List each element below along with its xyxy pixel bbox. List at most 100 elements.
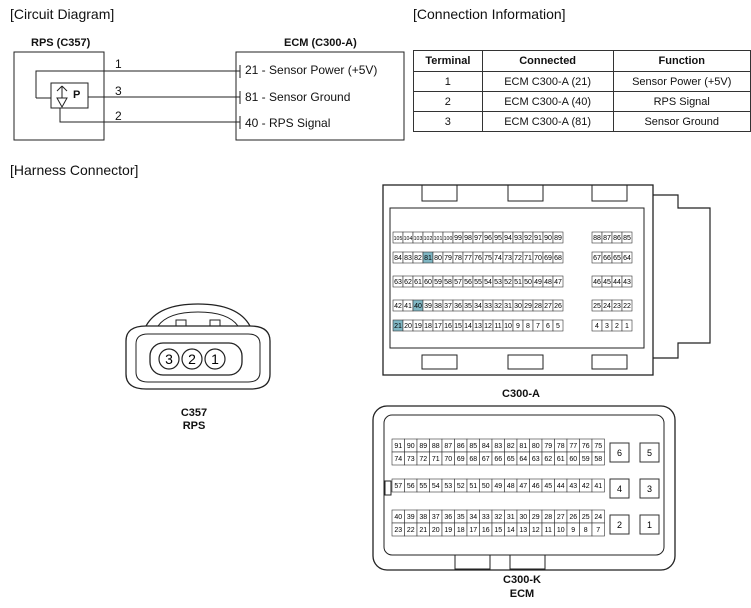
pin-number: 28 bbox=[544, 514, 552, 521]
pin-number: 48 bbox=[507, 483, 515, 490]
pin-number: 24 bbox=[594, 514, 602, 521]
pin-number: 6 bbox=[617, 448, 622, 458]
rps-pin-1: 1 bbox=[115, 57, 122, 71]
pin-number: 56 bbox=[407, 483, 415, 490]
pin-number: 22 bbox=[407, 527, 415, 534]
pin-number: 88 bbox=[593, 235, 601, 242]
sensor-letter: P bbox=[73, 89, 81, 101]
pin-number: 50 bbox=[524, 279, 532, 286]
pin-number: 51 bbox=[469, 483, 477, 490]
pin-number: 73 bbox=[407, 456, 415, 463]
pin-number: 45 bbox=[603, 279, 611, 286]
pin-number: 17 bbox=[434, 323, 442, 330]
pin-number: 54 bbox=[432, 483, 440, 490]
pin-number: 17 bbox=[469, 527, 477, 534]
connector-pin bbox=[639, 514, 660, 535]
pin-number: 23 bbox=[394, 527, 402, 534]
pin-number: 52 bbox=[457, 483, 465, 490]
rps-conn-pin-2: 2 bbox=[188, 351, 196, 367]
pin-number: 81 bbox=[519, 443, 527, 450]
pin-number: 14 bbox=[464, 323, 472, 330]
connector-pin bbox=[621, 275, 633, 288]
pin-number: 42 bbox=[394, 303, 402, 310]
connector-pin bbox=[621, 299, 633, 312]
pin-number: 76 bbox=[474, 255, 482, 262]
pin-number: 13 bbox=[519, 527, 527, 534]
pin-number: 36 bbox=[444, 514, 452, 521]
pin-number: 18 bbox=[424, 323, 432, 330]
pin-number: 34 bbox=[474, 303, 482, 310]
rps-pin-2: 2 bbox=[115, 109, 122, 123]
pin-number: 4 bbox=[617, 484, 622, 494]
pin-number: 30 bbox=[514, 303, 522, 310]
pin-number: 44 bbox=[557, 483, 565, 490]
pin-number: 85 bbox=[623, 235, 631, 242]
pin-number: 41 bbox=[594, 483, 602, 490]
pin-number: 89 bbox=[554, 235, 562, 242]
pin-number: 5 bbox=[556, 323, 560, 330]
pin-number: 58 bbox=[594, 456, 602, 463]
pin-number: 75 bbox=[484, 255, 492, 262]
pin-number: 86 bbox=[457, 443, 465, 450]
pin-number: 62 bbox=[404, 279, 412, 286]
pin-number: 84 bbox=[482, 443, 490, 450]
pin-number: 48 bbox=[544, 279, 552, 286]
pin-number: 50 bbox=[482, 483, 490, 490]
connector-pin bbox=[552, 251, 564, 264]
rps-conn-pin-3: 3 bbox=[165, 351, 173, 367]
pin-number: 14 bbox=[507, 527, 515, 534]
pin-number: 25 bbox=[593, 303, 601, 310]
connector-pin bbox=[609, 478, 630, 499]
pin-number: 77 bbox=[569, 443, 577, 450]
pin-number: 22 bbox=[623, 303, 631, 310]
pin-number: 69 bbox=[544, 255, 552, 262]
pin-number: 27 bbox=[557, 514, 565, 521]
pin-number: 9 bbox=[516, 323, 520, 330]
table-row: 1 ECM C300-A (21) Sensor Power (+5V) bbox=[413, 71, 751, 92]
pin-number: 87 bbox=[444, 443, 452, 450]
rps-pin-3: 3 bbox=[115, 84, 122, 98]
pin-number: 16 bbox=[444, 323, 452, 330]
pin-number: 40 bbox=[414, 303, 422, 310]
pin-number: 57 bbox=[454, 279, 462, 286]
pin-number: 83 bbox=[404, 255, 412, 262]
pin-number: 53 bbox=[494, 279, 502, 286]
pin-number: 35 bbox=[457, 514, 465, 521]
pin-number: 53 bbox=[444, 483, 452, 490]
pin-number: 82 bbox=[414, 255, 422, 262]
pin-number: 35 bbox=[464, 303, 472, 310]
pin-number: 36 bbox=[454, 303, 462, 310]
table-cell: 3 bbox=[413, 111, 483, 132]
pin-number: 21 bbox=[394, 323, 402, 330]
pin-number: 73 bbox=[504, 255, 512, 262]
circuit-diagram-title: [Circuit Diagram] bbox=[10, 6, 115, 22]
c300k-label: C300-K bbox=[503, 574, 541, 586]
pin-number: 27 bbox=[544, 303, 552, 310]
pin-number: 97 bbox=[474, 235, 482, 242]
ecm-pin-21: 21 - Sensor Power (+5V) bbox=[245, 63, 378, 77]
pin-number: 10 bbox=[557, 527, 565, 534]
connector-pin bbox=[621, 251, 633, 264]
pressure-sensor-symbol bbox=[50, 82, 89, 109]
pin-number: 95 bbox=[494, 235, 502, 242]
ecm-title: ECM (C300-A) bbox=[284, 37, 357, 49]
table-cell: ECM C300-A (21) bbox=[481, 71, 614, 92]
pin-number: 24 bbox=[603, 303, 611, 310]
pin-number: 46 bbox=[532, 483, 540, 490]
pin-number: 29 bbox=[524, 303, 532, 310]
pin-number: 57 bbox=[394, 483, 402, 490]
pin-number: 20 bbox=[432, 527, 440, 534]
pin-number: 72 bbox=[514, 255, 522, 262]
pin-number: 90 bbox=[544, 235, 552, 242]
pin-number: 59 bbox=[434, 279, 442, 286]
table-cell: ECM C300-A (40) bbox=[481, 91, 614, 112]
wire-pin2 bbox=[59, 108, 240, 123]
pin-number: 37 bbox=[432, 514, 440, 521]
pin-number: 98 bbox=[464, 235, 472, 242]
pin-number: 86 bbox=[613, 235, 621, 242]
connector-pin bbox=[621, 319, 633, 332]
pin-number: 51 bbox=[514, 279, 522, 286]
pin-number: 6 bbox=[546, 323, 550, 330]
pin-number: 11 bbox=[494, 323, 501, 330]
pin-number: 18 bbox=[457, 527, 465, 534]
